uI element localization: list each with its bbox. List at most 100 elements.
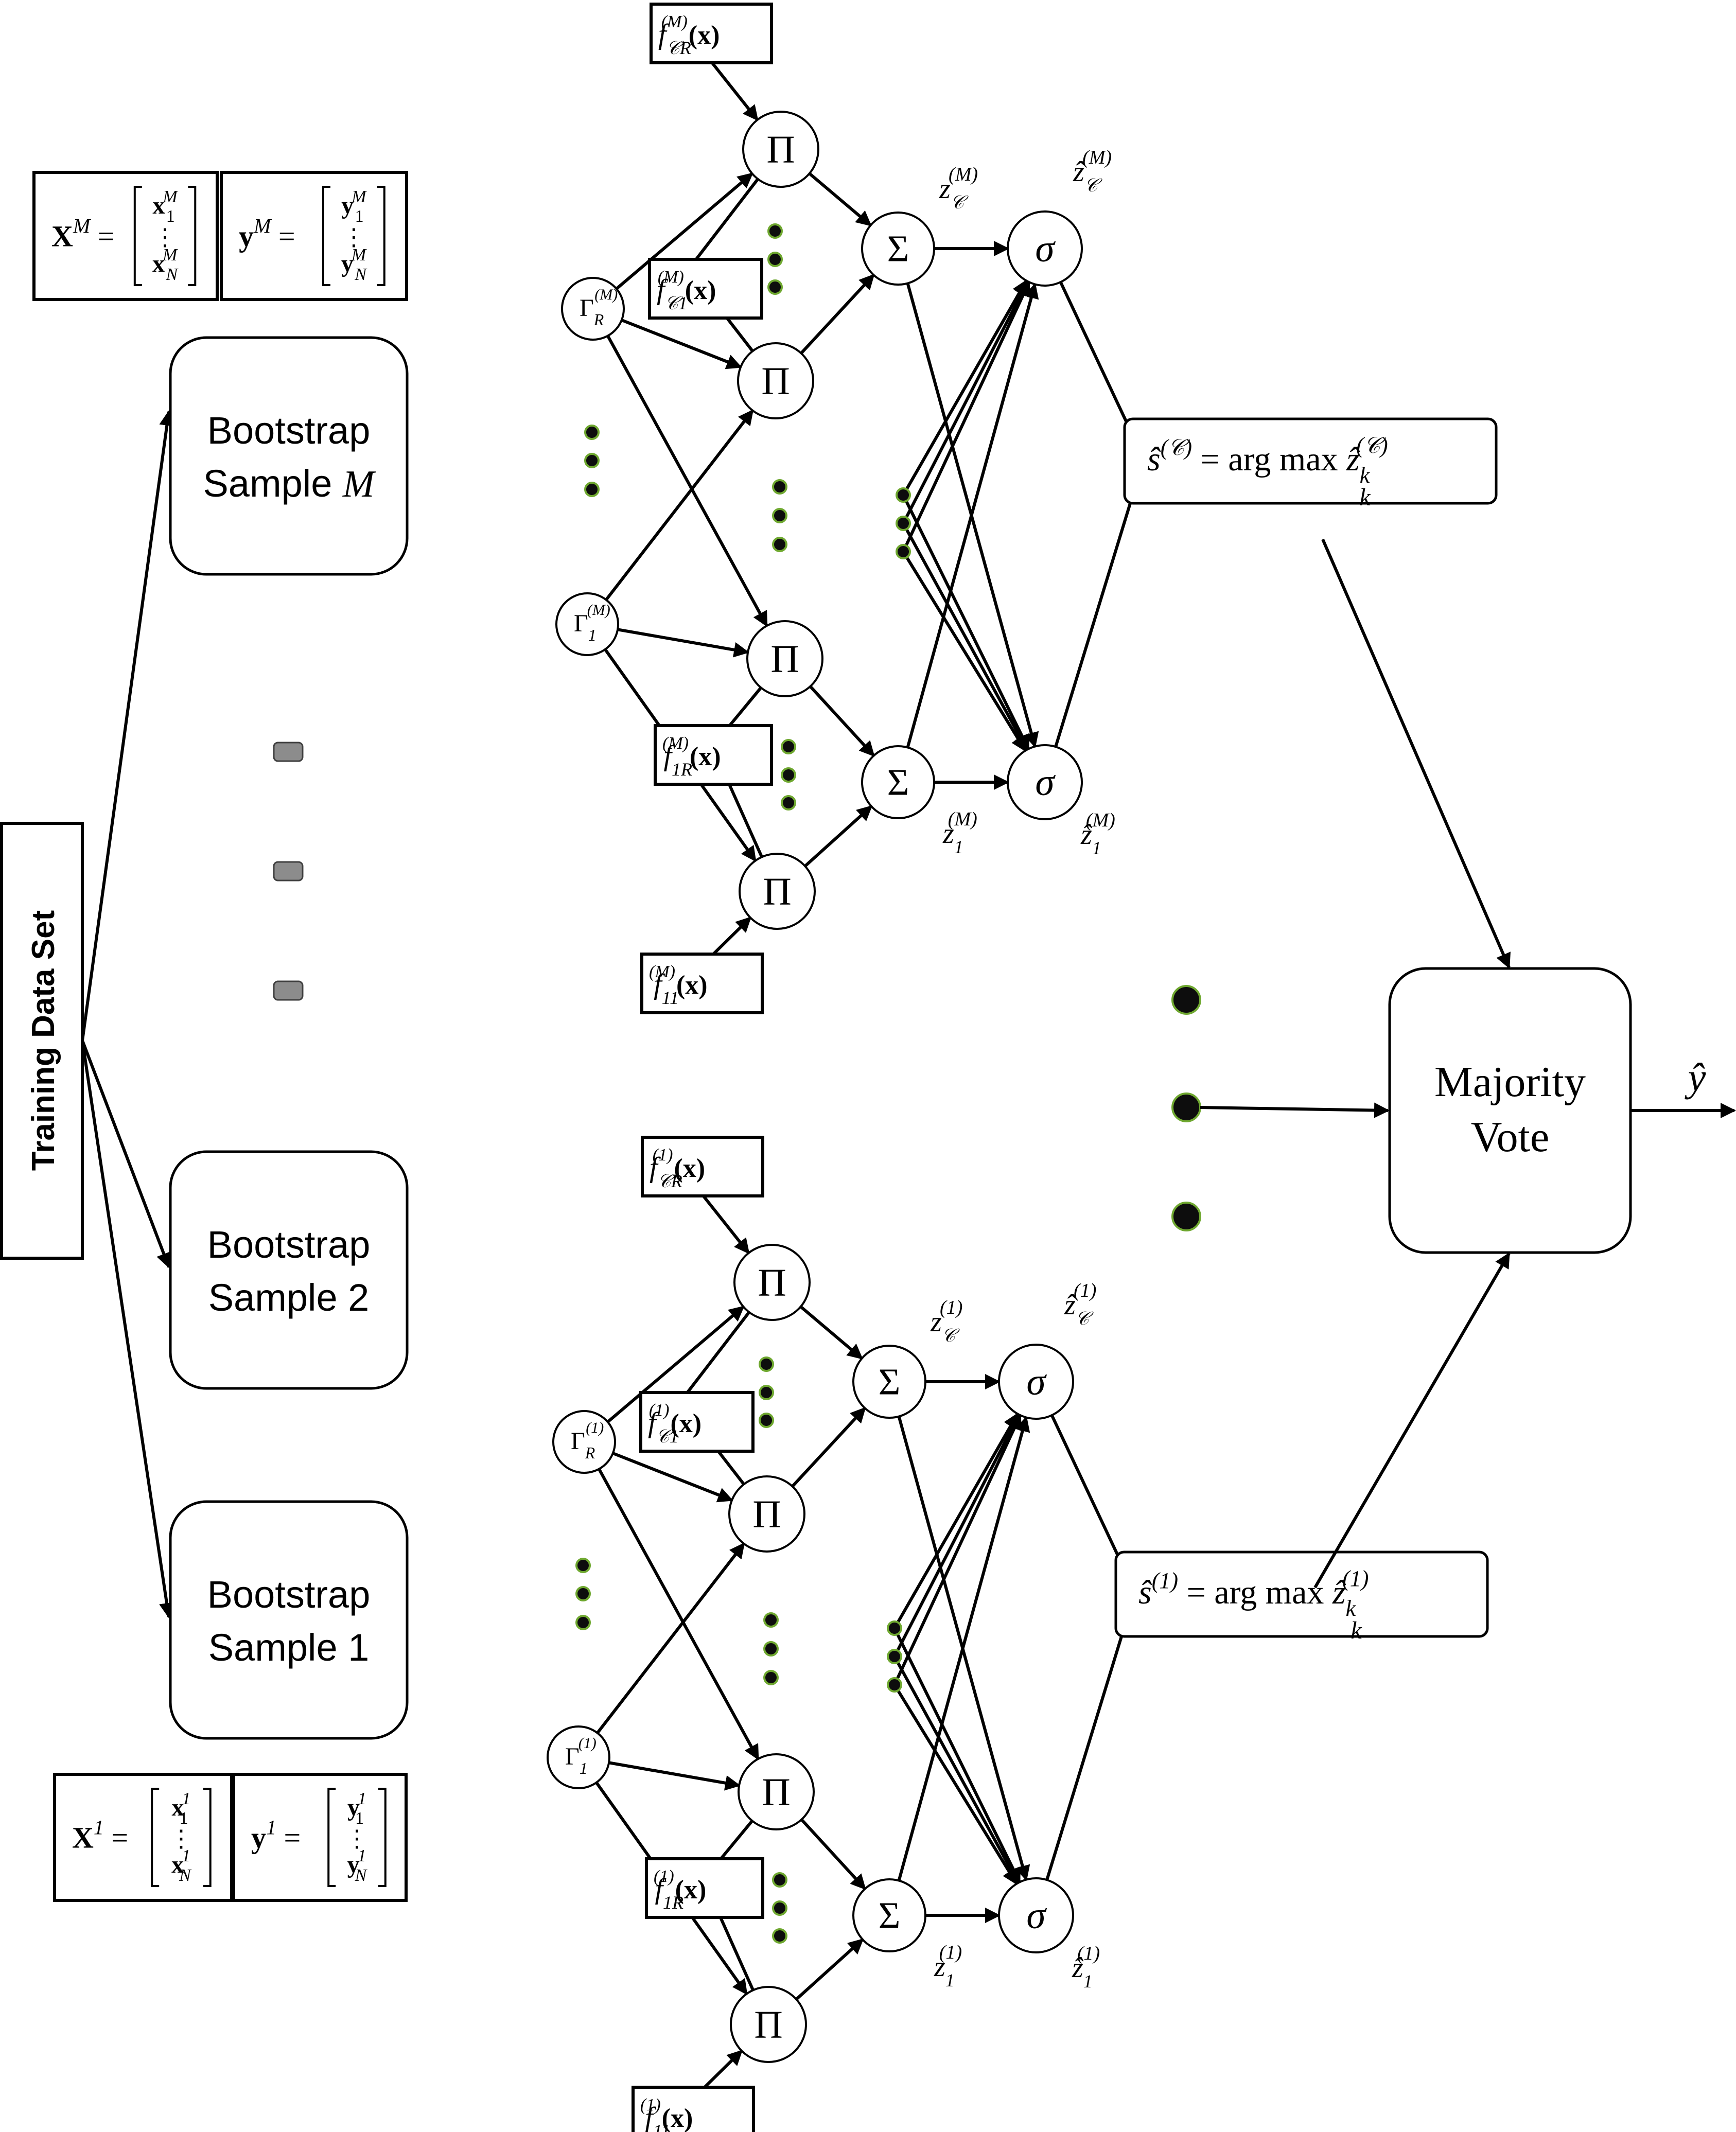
gamma-node-r: ΓR(M) (580, 286, 618, 329)
bootstrap-sample-1: Bootstrap Sample 1 (169, 1500, 409, 1740)
product-node-circle (738, 1753, 815, 1830)
sum-node-1: Σ (887, 762, 909, 803)
bootstrap-sample-2: Bootstrap Sample 2 (169, 1150, 409, 1390)
product-node-circle (739, 853, 816, 930)
product-node-circle (742, 111, 819, 188)
majority-vote-line1: Majority (1434, 1058, 1586, 1106)
product-node: Π (758, 1261, 786, 1305)
output-y-hat: ŷ (1685, 1055, 1706, 1100)
f-box-1r: f1R(M)(x) (662, 734, 721, 780)
argmax-box (1123, 417, 1498, 505)
product-node-circle (746, 620, 823, 697)
z-hat-label-c: ẑ𝒞(M) (1073, 147, 1112, 196)
z-label-1: z1(M) (942, 808, 977, 857)
dataset-row-dots: ⋮ (342, 224, 365, 251)
sum-node-c: Σ (887, 228, 909, 270)
sigma-node-1-circle (998, 1877, 1074, 1953)
omitted-samples-squares (273, 742, 304, 1001)
z-hat-label-1: ẑ1(1) (1072, 1943, 1100, 1992)
sigma-node-c: σ (1035, 227, 1056, 270)
argmax-formula: ŝ(𝒞) = arg max ẑk(𝒞) (1147, 433, 1388, 488)
dataset-lhs: yM = (239, 215, 295, 253)
f-box-c1-box (639, 1391, 755, 1453)
bootstrap-2-line1: Bootstrap (207, 1223, 371, 1266)
product-node: Π (754, 2003, 782, 2047)
bootstrap-1-line1: Bootstrap (207, 1573, 371, 1616)
product-node: Π (770, 637, 799, 681)
f-box-11: f11(1)(x) (640, 2095, 693, 2132)
bootstrap-1-line2: Sample 1 (208, 1626, 370, 1669)
product-node-circle (737, 342, 814, 419)
product-node: Π (766, 128, 795, 171)
product-node: Π (752, 1492, 781, 1536)
f-box-11-box (640, 953, 764, 1014)
z-label-c: z𝒞(1) (930, 1297, 962, 1346)
argmax-under-k: k (1351, 1617, 1362, 1644)
sum-node-1: Σ (879, 1895, 901, 1936)
f-box-c1-box (648, 258, 763, 320)
bootstrap-2-line2: Sample 2 (208, 1276, 370, 1319)
sigma-node-1: σ (1026, 1894, 1047, 1937)
sigma-node-c: σ (1026, 1361, 1047, 1403)
dataset-row-dots: ⋮ (153, 224, 177, 251)
sigma-node-1: σ (1035, 761, 1056, 804)
sum-node-c-circle (852, 1345, 926, 1419)
network-ellipsis-dots (584, 223, 911, 810)
product-node: Π (762, 1770, 790, 1814)
dataset-lhs: y1 = (251, 1816, 301, 1855)
f-box-cr-box (650, 3, 773, 64)
z-label-1: z1(1) (934, 1942, 962, 1990)
product-node-circle (728, 1475, 805, 1553)
sum-node-1-circle (852, 1878, 926, 1952)
vote-edges (1200, 538, 1736, 1589)
network-edges (595, 1194, 1135, 2090)
product-node: Π (763, 870, 791, 913)
training-data-set: Training Data Set (0, 822, 84, 1260)
z-hat-label-1: ẑ1(M) (1080, 809, 1115, 858)
f-box-1r-box (645, 1857, 764, 1919)
majority-vote-line2: Vote (1471, 1113, 1549, 1161)
f-box-cr: f𝒞R(M)(x) (658, 12, 720, 58)
sigma-node-c-circle (1007, 210, 1083, 287)
dataset-row-dots: ⋮ (345, 1826, 369, 1852)
dataset-lhs: X1 = (72, 1816, 128, 1855)
bootstrap-sample-m: Bootstrap Sample M (169, 336, 409, 576)
bootstrap-edges (81, 410, 175, 1618)
network-ellipsis-dots (575, 1356, 902, 1944)
sum-node-c-circle (861, 212, 935, 286)
f-box-1r: f1R(1)(x) (654, 1867, 706, 1913)
network-edges (604, 61, 1144, 957)
dataset-lhs: XM = (51, 215, 114, 253)
product-node-circle (730, 1986, 807, 2063)
argmax-formula: ŝ(1) = arg max ẑk(1) (1138, 1566, 1369, 1621)
f-box-11: f11(M)(x) (649, 962, 708, 1008)
argmax-under-k: k (1359, 484, 1371, 511)
product-node: Π (761, 359, 790, 403)
z-label-c: z𝒞(M) (939, 164, 978, 213)
f-box-11-box (632, 2086, 755, 2132)
f-box-cr-box (641, 1136, 764, 1197)
f-box-cr: f𝒞R(1)(x) (650, 1146, 705, 1191)
f-box-c1: f𝒞1(M)(x) (657, 268, 716, 313)
argmax-box (1114, 1550, 1489, 1638)
majority-vote: Majority Vote (1388, 967, 1632, 1254)
training-data-set-label: Training Data Set (26, 910, 61, 1171)
f-box-c1: f𝒞1(1)(x) (648, 1401, 702, 1447)
gamma-node-1: Γ1(1) (565, 1735, 597, 1777)
product-node-circle (733, 1244, 811, 1321)
bootstrap-m-line2: Sample M (203, 462, 376, 505)
network-1: ΠΠΠΠΣΣσσΓR(1)Γ1(1)f𝒞R(1)(x)f𝒞1(1)(x)f1R(… (547, 1136, 1489, 2132)
